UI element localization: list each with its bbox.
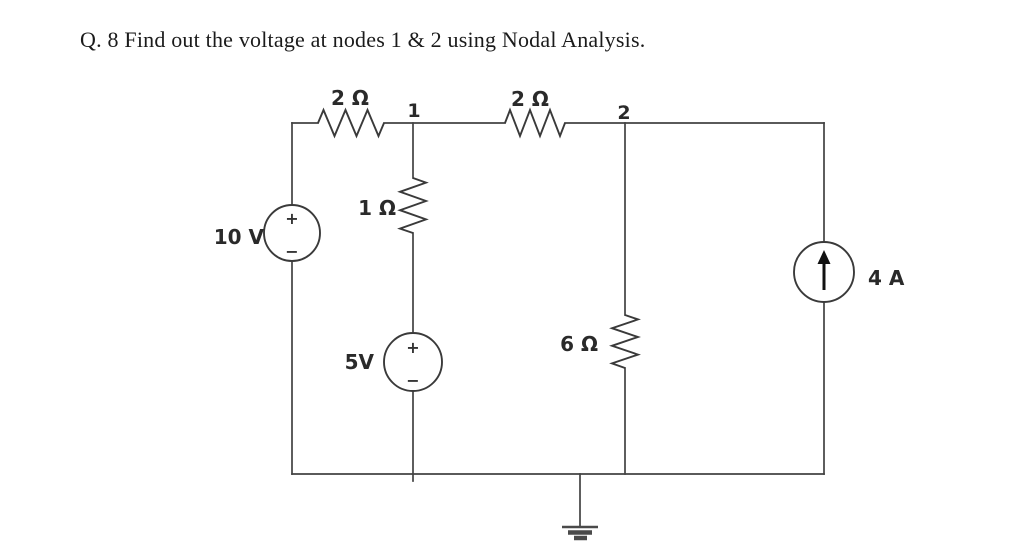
label-node-1: 1 [407,100,420,122]
label-resistor-1ohm: 1 Ω [358,196,396,220]
label-node-2: 2 [617,102,630,124]
resistor-2ohm-right-glyph [504,107,566,139]
label-current-source-4a: 4 A [868,266,905,290]
label-resistor-2ohm-right: 2 Ω [511,87,549,111]
minus-sign-5v: − [406,371,419,390]
label-voltage-source-5v: 5V [345,350,375,374]
resistor-2ohm-left-glyph [317,107,385,139]
resistor-1ohm-glyph [397,177,429,234]
label-voltage-source-10v: 10 V [214,225,265,249]
minus-sign-10v: − [285,242,298,261]
label-resistor-2ohm-left: 2 Ω [331,86,369,110]
resistor-6ohm-glyph [609,314,641,369]
plus-sign-5v: + [406,338,419,357]
plus-sign-10v: + [285,209,298,228]
voltage-source-5v-circle [383,332,443,392]
current-arrow-head [817,250,831,264]
label-resistor-6ohm: 6 Ω [560,332,598,356]
question-title: Q. 8 Find out the voltage at nodes 1 & 2… [80,27,646,52]
voltage-source-10v-circle [263,204,321,262]
